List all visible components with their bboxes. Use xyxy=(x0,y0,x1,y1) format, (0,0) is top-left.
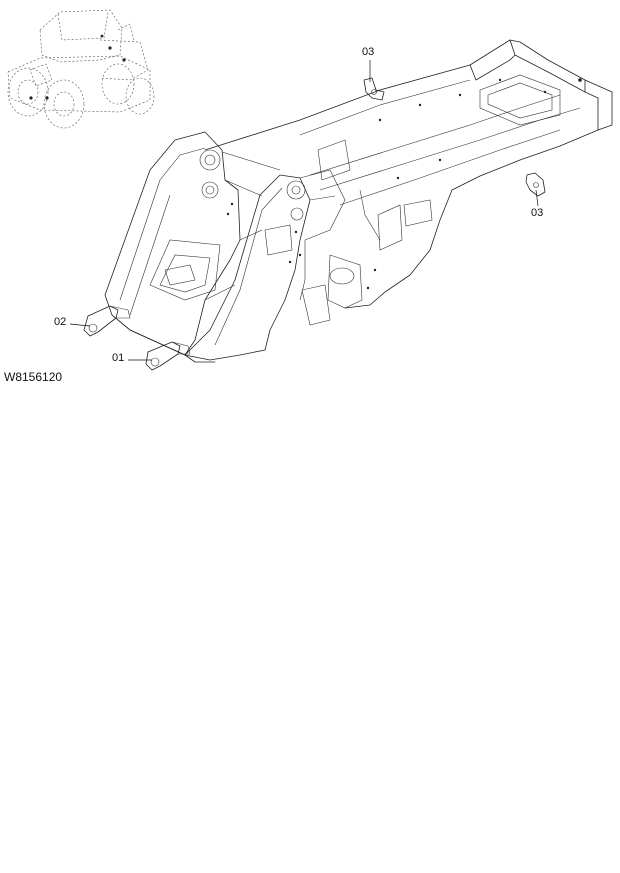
loader-frame xyxy=(104,39,613,363)
callout-03-right: 03 xyxy=(531,207,544,219)
part-03-upper xyxy=(363,77,385,101)
callout-01: 01 xyxy=(112,352,125,364)
machine-locator-thumbnail xyxy=(7,9,155,129)
leader-03-right xyxy=(535,189,539,207)
drawing-code: W8156120 xyxy=(4,370,63,384)
callout-02: 02 xyxy=(54,316,67,328)
part-02-tow-eye xyxy=(83,305,131,337)
part-03-right xyxy=(525,172,546,197)
leader-02 xyxy=(69,323,91,327)
part-01-tow-eye xyxy=(145,341,191,371)
callout-03-upper: 03 xyxy=(362,46,375,58)
